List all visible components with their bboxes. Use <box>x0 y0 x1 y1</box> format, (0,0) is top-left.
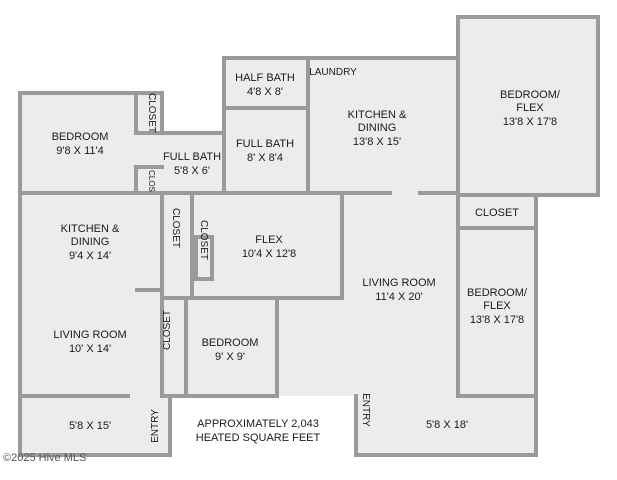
bedroom-small-name: BEDROOM <box>202 337 259 349</box>
full-bath-2-size: 8' X 8'4 <box>247 152 283 164</box>
porch-right-size: 5'8 X 18' <box>426 419 468 431</box>
watermark: ©2025 Hive MLS <box>3 452 87 464</box>
bedroom-left-size: 9'8 X 11'4 <box>56 145 103 157</box>
half-bath-size: 4'8 X 8' <box>247 86 283 98</box>
sqft-note-line2: HEATED SQUARE FEET <box>196 432 321 444</box>
floor-fills <box>20 17 598 456</box>
bedroom-left-name: BEDROOM <box>52 131 109 143</box>
bedroom-flex-top-name-1: BEDROOM/ <box>500 89 561 101</box>
sqft-note-line1: APPROXIMATELY 2,043 <box>197 418 319 430</box>
living-right-name: LIVING ROOM <box>362 277 435 289</box>
entry-left-label: ENTRY <box>150 409 161 443</box>
full-bath-1-name: FULL BATH <box>163 151 221 163</box>
living-right-size: 11'4 X 20' <box>375 291 422 303</box>
kitchen-right-name-2: DINING <box>358 122 397 134</box>
living-left-size: 10' X 14' <box>69 343 111 355</box>
entry-right-label: ENTRY <box>360 393 371 427</box>
kitchen-left-name-1: KITCHEN & <box>61 223 120 235</box>
bedroom-small-size: 9' X 9' <box>215 351 245 363</box>
flex-name: FLEX <box>255 234 283 246</box>
bedroom-flex-right-size: 13'8 X 17'8 <box>470 314 524 326</box>
closet-right-label: CLOSET <box>475 207 519 219</box>
laundry-label: LAUNDRY <box>309 67 357 78</box>
bedroom-flex-right-name-1: BEDROOM/ <box>467 287 528 299</box>
full-bath-2-name: FULL BATH <box>236 138 294 150</box>
kitchen-left-name-2: DINING <box>71 236 110 248</box>
walls <box>18 15 600 457</box>
porch-left-size: 5'8 X 15' <box>69 420 111 432</box>
closet-flex-label: CLOSET <box>198 220 209 260</box>
kitchen-right-size: 13'8 X 15' <box>353 136 401 148</box>
full-bath-1-size: 5'8 X 6' <box>174 165 210 177</box>
bedroom-flex-top-name-2: FLEX <box>516 102 544 114</box>
bedroom-flex-right-name-2: FLEX <box>483 300 511 312</box>
half-bath-name: HALF BATH <box>235 72 295 84</box>
bedroom-flex-top-size: 13'8 X 17'8 <box>503 116 557 128</box>
kitchen-left-size: 9'4 X 14' <box>69 250 111 262</box>
living-left-name: LIVING ROOM <box>53 329 126 341</box>
closet-lower-label: CLOSET <box>162 310 173 350</box>
clos-small-label: CLOS <box>147 170 156 192</box>
closet-mid-label: CLOSET <box>170 208 181 248</box>
room-labels: BEDROOM 9'8 X 11'4 CLOSET CLOS FULL BATH… <box>52 67 561 444</box>
kitchen-right-name-1: KITCHEN & <box>348 109 407 121</box>
closet-top-label: CLOSET <box>146 93 157 133</box>
flex-size: 10'4 X 12'8 <box>242 248 296 260</box>
